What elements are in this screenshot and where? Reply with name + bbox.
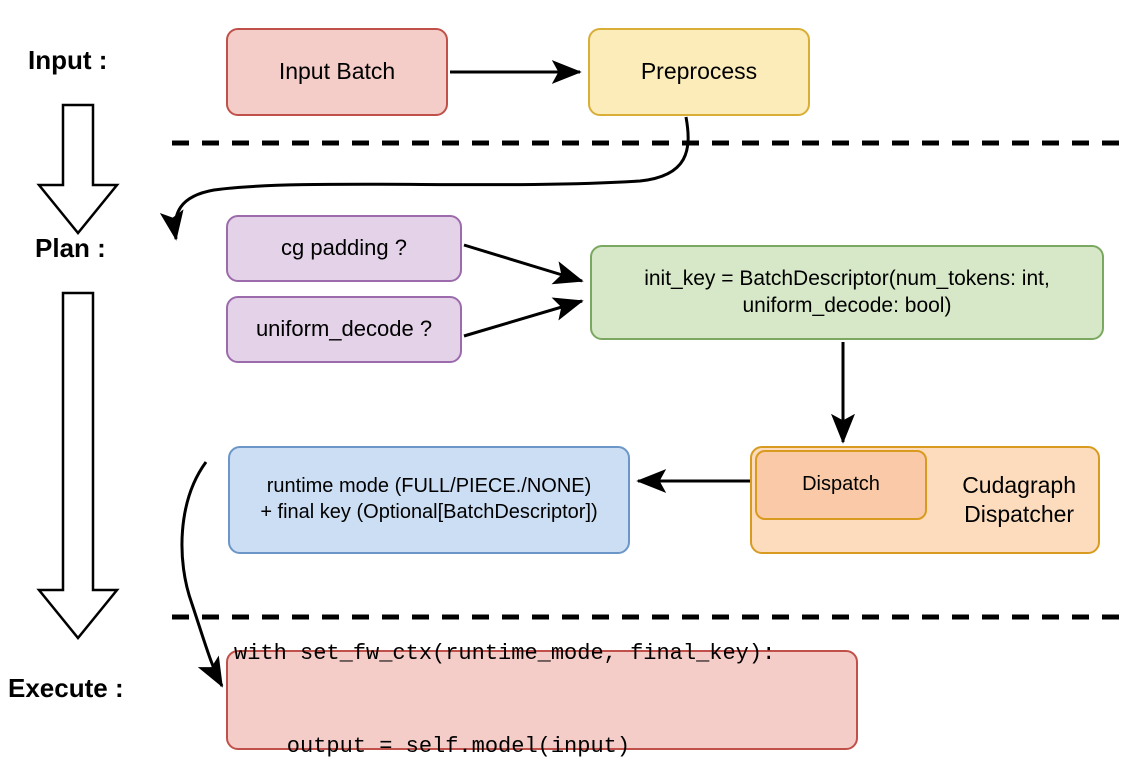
arrow-runtime-mode-to-code — [180, 461, 224, 688]
node-input-batch[interactable]: Input Batch — [226, 28, 448, 116]
node-init-key-line1: init_key = BatchDescriptor(num_tokens: i… — [644, 266, 1050, 290]
node-init-key-line2: uniform_decode: bool) — [742, 293, 952, 317]
node-preprocess[interactable]: Preprocess — [588, 28, 810, 116]
node-runtime-mode[interactable]: runtime mode (FULL/PIECE./NONE) + final … — [228, 446, 630, 554]
node-cg-padding[interactable]: cg padding ? — [226, 215, 462, 282]
stage-arrow-plan-to-execute — [36, 291, 120, 640]
node-uniform-decode-label: uniform_decode ? — [255, 316, 433, 342]
node-runtime-mode-line2: + final key (Optional[BatchDescriptor]) — [260, 501, 598, 523]
node-preprocess-label: Preprocess — [640, 58, 758, 85]
node-cudagraph-dispatcher-line2: Dispatcher — [964, 501, 1075, 527]
arrow-cg-padding-to-init-key — [463, 243, 584, 285]
stage-label-execute: Execute : — [8, 673, 124, 703]
node-uniform-decode[interactable]: uniform_decode ? — [226, 296, 462, 363]
node-dispatch[interactable]: Dispatch — [755, 450, 927, 520]
node-input-batch-label: Input Batch — [278, 58, 396, 85]
node-init-key[interactable]: init_key = BatchDescriptor(num_tokens: i… — [590, 245, 1104, 340]
arrow-uniform-decode-to-init-key — [463, 297, 584, 338]
node-cudagraph-dispatcher-line1: Cudagraph — [962, 471, 1076, 498]
code-line-1: with set_fw_ctx(runtime_mode, final_key)… — [234, 640, 776, 666]
node-dispatch-label: Dispatch — [802, 473, 880, 496]
node-code-block[interactable]: with set_fw_ctx(runtime_mode, final_key)… — [226, 641, 858, 759]
node-cg-padding-label: cg padding ? — [281, 235, 407, 261]
stage-label-input: Input : — [28, 45, 108, 75]
code-line-2: output = self.model(input) — [234, 734, 631, 760]
node-runtime-mode-line1: runtime mode (FULL/PIECE./NONE) — [266, 475, 592, 498]
stage-arrow-input-to-plan — [36, 103, 120, 235]
stage-label-plan: Plan : — [35, 233, 106, 263]
